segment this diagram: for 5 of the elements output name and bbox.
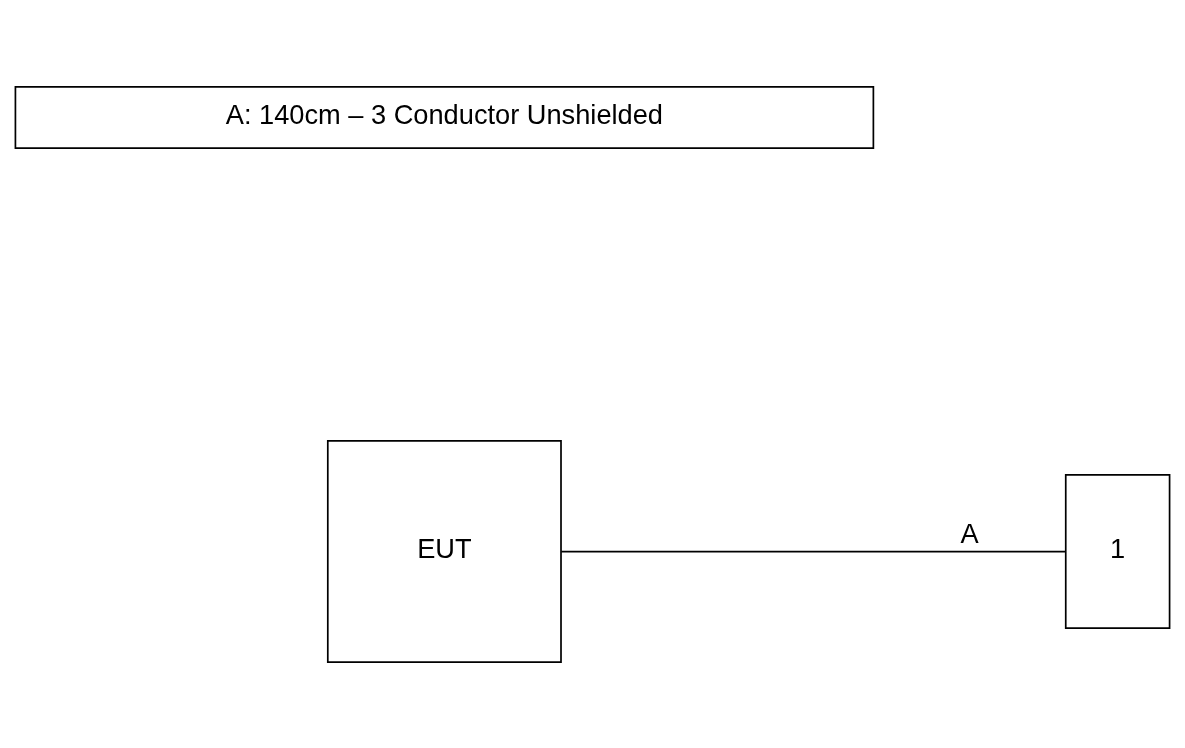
- node-box: EUT: [326, 439, 562, 663]
- node-box: 1: [1064, 473, 1171, 629]
- node-box: A: 140cm – 3 Conductor Unshielded: [14, 85, 875, 149]
- connector: [560, 550, 1067, 552]
- edge-label: A: [960, 517, 979, 549]
